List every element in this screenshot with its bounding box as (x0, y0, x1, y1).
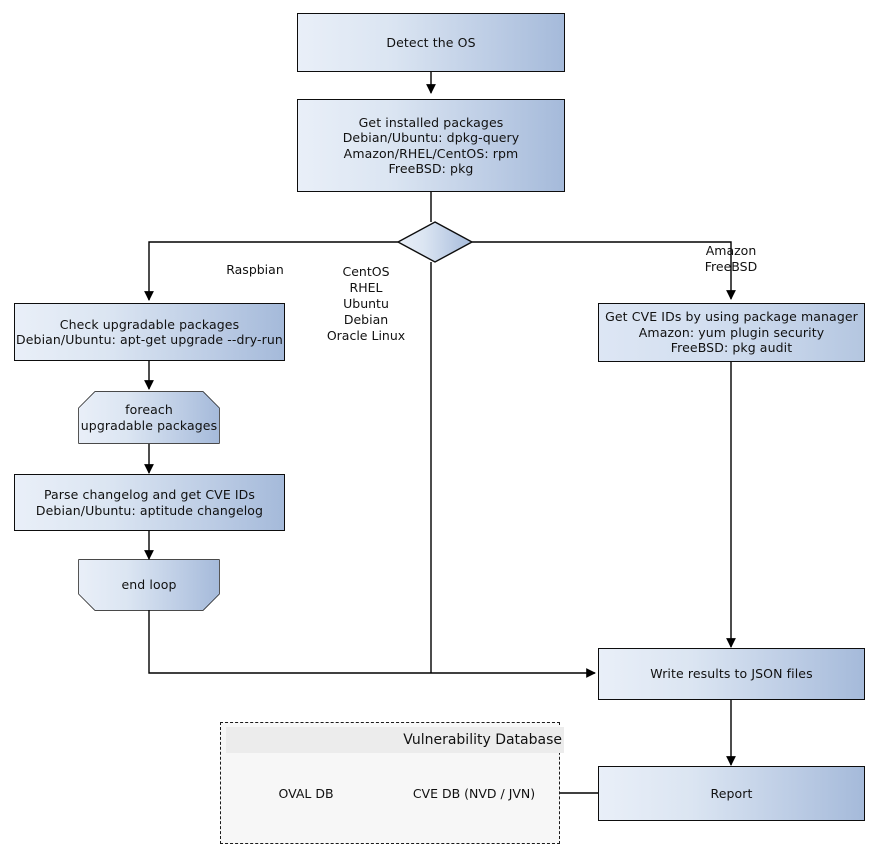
node-get-installed-packages-label: Get installed packages Debian/Ubuntu: dp… (342, 114, 520, 177)
node-check-upgradable-packages[interactable]: Check upgradable packages Debian/Ubuntu:… (14, 303, 285, 361)
node-get-installed-packages[interactable]: Get installed packages Debian/Ubuntu: dp… (297, 99, 565, 192)
node-foreach-loop-start-label: foreach upgradable packages (80, 402, 218, 433)
node-report[interactable]: Report (598, 766, 865, 821)
node-detect-os[interactable]: Detect the OS (297, 13, 565, 72)
node-check-upgradable-packages-label: Check upgradable packages Debian/Ubuntu:… (16, 316, 283, 348)
node-write-results[interactable]: Write results to JSON files (598, 648, 865, 700)
edge-label-center-os-list: CentOS RHEL Ubuntu Debian Oracle Linux (326, 264, 406, 343)
node-write-results-label: Write results to JSON files (650, 666, 813, 682)
group-vulnerability-database-title: Vulnerability Database (226, 727, 564, 753)
node-foreach-loop-start[interactable]: foreach upgradable packages (79, 392, 219, 443)
decision-diamond (396, 221, 474, 263)
edge-label-raspbian: Raspbian (226, 262, 284, 277)
node-end-loop[interactable]: end loop (79, 560, 219, 610)
node-detect-os-label: Detect the OS (386, 34, 476, 50)
node-report-label: Report (710, 785, 753, 801)
edge-label-amazon-freebsd: Amazon FreeBSD (704, 243, 758, 274)
node-get-cve-ids-label: Get CVE IDs by using package manager Ama… (605, 309, 858, 356)
node-get-cve-ids[interactable]: Get CVE IDs by using package manager Ama… (598, 303, 865, 362)
edge-endloop-to-write (148, 610, 596, 678)
node-parse-changelog[interactable]: Parse changelog and get CVE IDs Debian/U… (14, 474, 285, 531)
node-end-loop-label: end loop (121, 577, 177, 593)
node-parse-changelog-label: Parse changelog and get CVE IDs Debian/U… (35, 487, 264, 518)
